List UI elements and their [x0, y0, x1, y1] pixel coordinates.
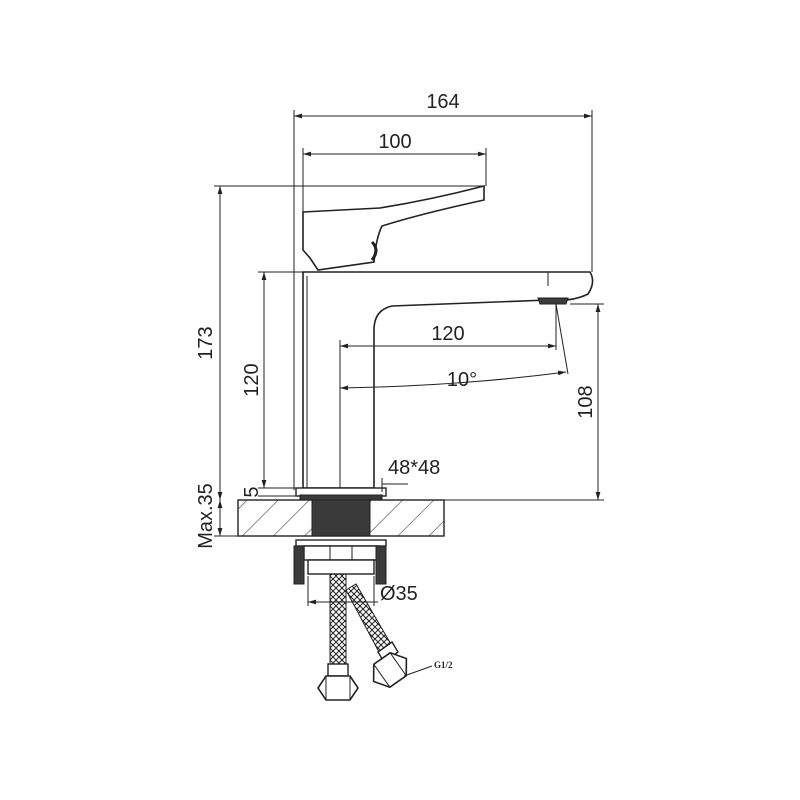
dim-handle-length: 100: [378, 131, 411, 153]
dim-outlet-height: 108: [575, 385, 597, 418]
dim-spout-reach: 120: [431, 323, 464, 345]
dim-total-width: 164: [426, 91, 459, 113]
dim-angle: 10°: [447, 369, 477, 391]
dim-total-height: 173: [195, 326, 217, 359]
dim-max-counter: Max.35: [195, 483, 217, 549]
mounting-shank: [293, 499, 387, 585]
dim-thread: G1/2: [434, 660, 453, 670]
dim-spout-height: 120: [241, 363, 263, 396]
dimension-lines: [214, 110, 604, 677]
dim-base-size: 48*48: [388, 457, 440, 479]
aerator: [537, 297, 569, 305]
dim-shank-diameter: Ø35: [380, 583, 418, 605]
dim-base-thickness: 5: [241, 486, 263, 497]
